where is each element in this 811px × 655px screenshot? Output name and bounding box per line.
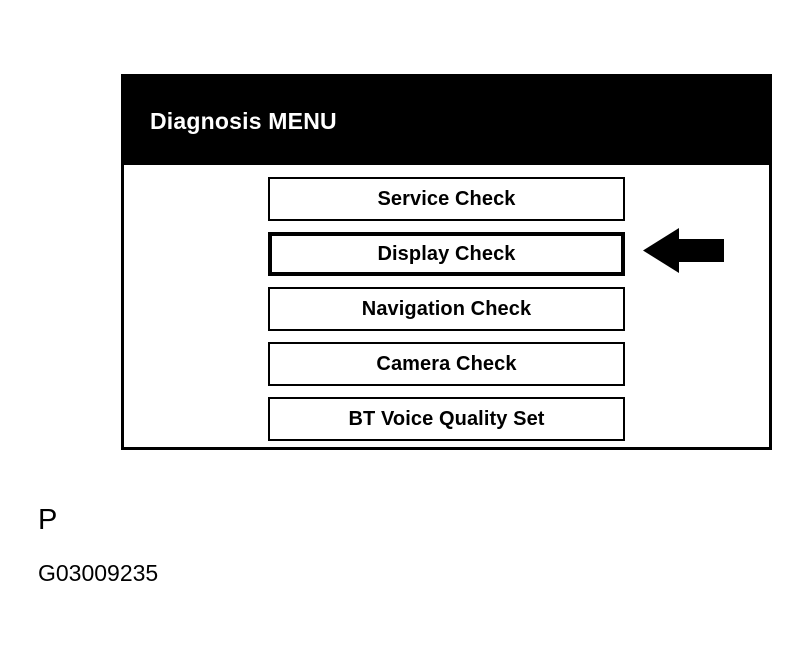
caption-letter: P bbox=[38, 504, 58, 536]
menu-button-service-check[interactable]: Service Check bbox=[268, 177, 625, 221]
menu-button-label: Display Check bbox=[377, 243, 516, 265]
menu-button-display-check[interactable]: Display Check bbox=[268, 232, 625, 276]
diagnosis-menu-list: Service Check Display Check Navigation C… bbox=[124, 165, 769, 441]
menu-button-camera-check[interactable]: Camera Check bbox=[268, 342, 625, 386]
menu-button-label: BT Voice Quality Set bbox=[348, 408, 545, 430]
caption-code: G03009235 bbox=[38, 560, 159, 586]
page-title: Diagnosis MENU bbox=[150, 107, 337, 134]
menu-button-label: Service Check bbox=[377, 188, 516, 210]
menu-button-label: Navigation Check bbox=[361, 298, 532, 320]
figure-caption: P G03009235 bbox=[38, 503, 158, 587]
screen-header-bar: Diagnosis MENU bbox=[124, 77, 769, 165]
menu-button-label: Camera Check bbox=[376, 353, 517, 375]
left-arrow-icon bbox=[643, 228, 724, 273]
menu-button-bt-voice-quality-set[interactable]: BT Voice Quality Set bbox=[268, 397, 625, 441]
menu-button-navigation-check[interactable]: Navigation Check bbox=[268, 287, 625, 331]
